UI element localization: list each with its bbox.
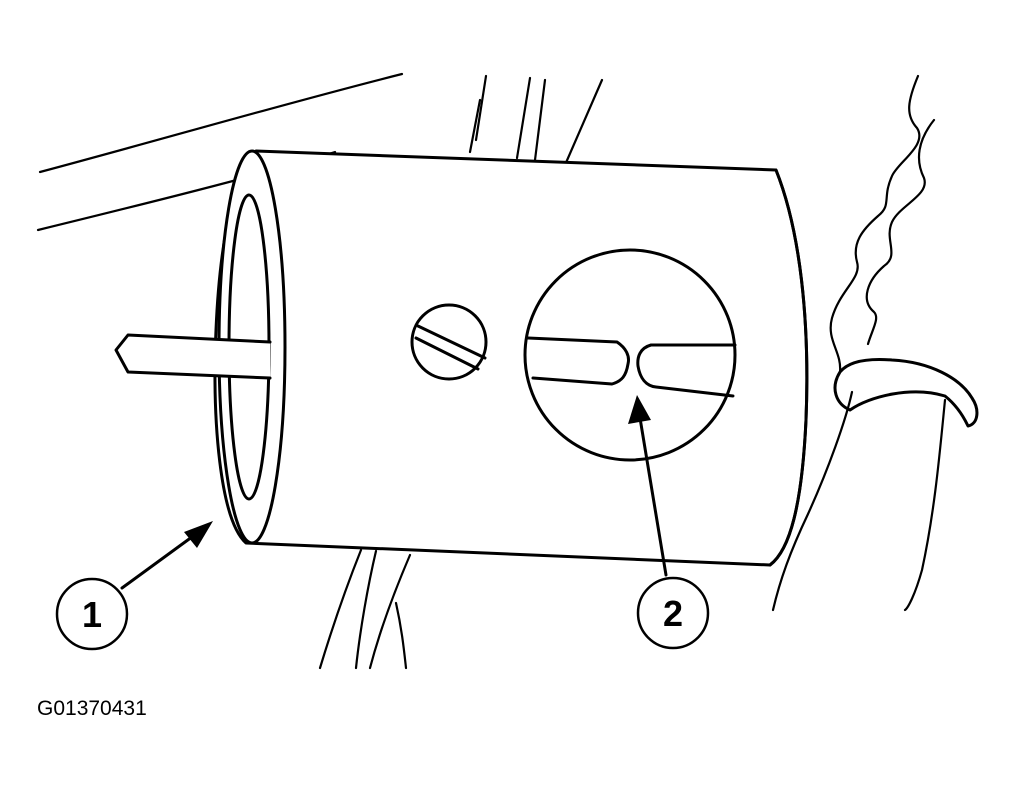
callout-2-label: 2 [663, 593, 683, 634]
viewing-window [523, 248, 737, 462]
background-linework [36, 72, 604, 670]
figure-id: G01370431 [37, 697, 147, 720]
column-lower-4 [394, 601, 408, 670]
callout-1-circle [55, 577, 129, 651]
background-line-top [38, 72, 404, 174]
column-lower-2 [354, 549, 378, 670]
column-lower-1 [318, 548, 363, 670]
screw-slot-a [416, 324, 487, 360]
callout-1-arrowhead [184, 521, 213, 548]
column-edge-1 [474, 74, 488, 142]
column-lower-3 [368, 553, 412, 670]
boot-ring [833, 358, 979, 428]
column-edge-3 [515, 76, 532, 160]
boot-shaft-left [771, 390, 854, 612]
callout-1-leader [120, 532, 198, 590]
callout-2-circle [636, 576, 710, 650]
callout-2-leader [638, 416, 668, 577]
window-bar-left [526, 336, 630, 386]
tool-body-right-edge [768, 168, 809, 567]
column-edge-4 [533, 78, 547, 162]
window-bar-right [636, 343, 737, 398]
boot-outline-inner [865, 118, 936, 346]
callout-2: 2 [636, 576, 710, 650]
callout-2-arrowhead [628, 395, 651, 424]
boot-outline-outer [829, 74, 921, 374]
alignment-tool [114, 149, 809, 567]
callout-1: 1 [55, 577, 129, 651]
column-edge-5 [563, 78, 604, 167]
boot-shaft-right [903, 398, 947, 612]
leader-arrows [120, 395, 668, 590]
callout-1-label: 1 [82, 594, 102, 635]
column-edge-2 [468, 98, 482, 154]
steering-shaft-pin [114, 333, 272, 380]
steering-boot [771, 74, 979, 612]
screw-slot-b [414, 336, 480, 371]
